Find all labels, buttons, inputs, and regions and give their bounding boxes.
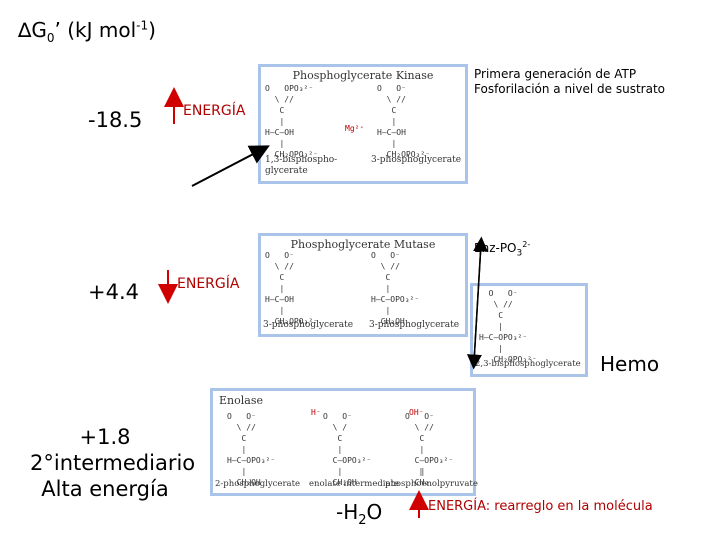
mutase-left-structure: O O⁻ \ // C | H—C—OH | CH₂OPO₃²⁻ [265,251,318,326]
delta-g-units-close: ) [148,18,156,42]
energy-rearrangement-label: ENERGÍA: rearreglo en la molécula [428,499,653,514]
panel-bisphosphoglycerate: O O⁻ \ // C | H—C—OPO₃²⁻ | CH₂OPO₃²⁻ 2,3… [470,283,588,377]
dg-enolase-line3: Alta energía [41,477,169,501]
kinase-cofactor: Mg²⁺ [345,124,365,133]
enz-sup: 2- [522,240,531,249]
energy-label-kinase: ENERGÍA [183,103,246,119]
dg-value-mutase: +4.4 [88,280,139,304]
kinase-left-structure: O OPO₃²⁻ \ // C | H—C—OH | CH₂OPO₃²⁻ [265,84,318,159]
hemo-label: Hemo [600,352,660,376]
dg-enolase-line2: 2°intermediario [30,451,196,475]
energy-label-mutase: ENERGÍA [177,276,240,292]
enolase-title: Enolase [219,394,263,407]
pointer-arrow-bpg-up [473,236,489,363]
mutase-right-structure: O O⁻ \ // C | H—C—OPO₃²⁻ | CH₂OH [371,251,420,326]
enolase-structure-2: O O⁻ \ / C | C—OPO₃²⁻ | CH₂OH [323,412,372,487]
mutase-left-caption: 3-phosphoglycerate [263,320,354,330]
note-first-atp: Primera generación de ATP [474,67,637,81]
enolase-h-minus: H⁻ [311,408,321,417]
pointer-arrow-kinase [191,145,270,187]
dg-value-enolase: +1.8 2°intermediario Alta energía [30,424,196,502]
bpg-caption: 2,3-bisphosphoglycerate [475,359,581,369]
delta-g-header: ∆G0’ (kJ mol-1) [18,18,156,45]
delta-g-units-sup: -1 [136,18,149,33]
panel-phosphoglycerate-mutase: Phosphoglycerate Mutase O O⁻ \ // C | H—… [258,233,468,337]
enolase-oh-minus: OH⁻ [409,408,424,417]
mutase-title: Phosphoglycerate Mutase [290,238,436,251]
h2o-pre: -H [336,500,359,524]
note-substrate-phosphorylation: Fosforilación a nivel de sustrato [474,82,665,96]
dg-enolase-line1: +1.8 [79,425,131,449]
kinase-right-structure: O O⁻ \ // C | H—C—OH | CH₂OPO₃²⁻ [377,84,430,159]
mutase-right-caption: 3-phosphoglycerate [369,320,460,330]
enolase-structure-3: O O⁻ \ // C | C—OPO₃²⁻ ‖ CH₂ [405,412,454,487]
h2o-label: -H2O [336,500,382,528]
enolase-structure-1: O O⁻ \ // C | H—C—OPO₃²⁻ | CH₂OH [227,412,276,487]
enolase-caption-2: enolate intermediate [309,479,400,489]
delta-g-units-text: ’ (kJ mol [54,18,137,42]
delta-g-symbol: ∆G [18,18,47,42]
dg-value-kinase: -18.5 [88,108,143,132]
h2o-sub: 2 [358,513,367,528]
delta-g-sub: 0 [46,31,55,45]
kinase-left-caption: 1,3-bisphospho- glycerate [265,155,338,176]
panel-enolase: Enolase O O⁻ \ // C | H—C—OPO₃²⁻ | CH₂OH… [210,388,478,496]
h2o-post: O [366,500,383,524]
kinase-title: Phosphoglycerate Kinase [292,69,434,82]
panel-phosphoglycerate-kinase: Phosphoglycerate Kinase O OPO₃²⁻ \ // C … [258,64,468,184]
bpg-structure: O O⁻ \ // C | H—C—OPO₃²⁻ | CH₂OPO₃²⁻ [479,289,537,364]
enolase-caption-3: phosphoenolpyruvate [385,479,478,489]
kinase-right-caption: 3-phosphoglycerate [371,155,462,165]
enz-sub: 3 [516,248,523,259]
enolase-caption-1: 2-phosphoglycerate [215,479,301,489]
